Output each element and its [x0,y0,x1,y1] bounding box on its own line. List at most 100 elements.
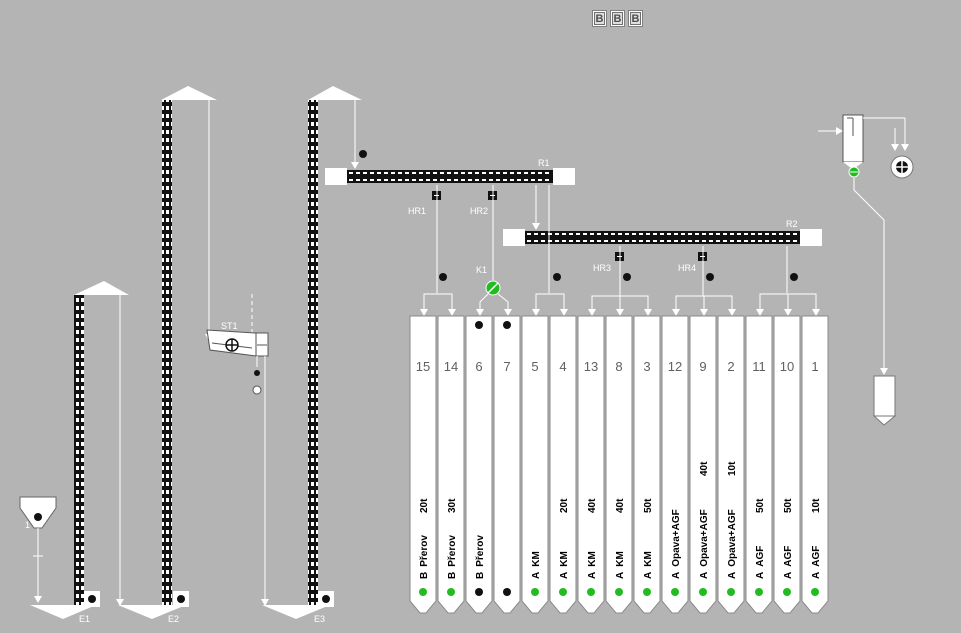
bin-number: 9 [699,359,706,374]
cyclone-unit[interactable] [818,114,914,426]
bin-status-indicator [615,588,623,596]
bin-top-indicator [503,321,511,329]
r2-left-indicator [553,273,561,281]
bin-number: 2 [727,359,734,374]
bin-number: 10 [780,359,794,374]
toolbar-btn-1[interactable]: B [592,10,607,27]
bin-status-indicator [503,588,511,596]
toolbar-btn-1-label: B [594,12,605,25]
bin-quantity: 50t [755,498,766,513]
bin-quantity: 50t [783,498,794,513]
k1-label: K1 [476,265,487,275]
bin-number: 14 [444,359,458,374]
gate-hr4[interactable]: HR4 [678,246,714,296]
elevator-e2[interactable]: E2 [118,86,217,624]
hr2-label: HR2 [470,206,488,216]
bin-number: 4 [559,359,566,374]
gate-hr1[interactable]: HR1 [408,185,447,293]
bin-status-indicator [419,588,427,596]
bin-status-indicator [671,588,679,596]
e3-top-indicator [359,150,367,158]
bin-number: 3 [643,359,650,374]
bin-label: AKM [531,551,542,579]
intake-label: 1 [25,520,30,530]
bin-quantity: 40t [699,461,710,476]
bin-label: BPřerov [419,535,430,579]
bin-quantity: 10t [727,461,738,476]
toolbar-btn-3-label: B [630,12,641,25]
toolbar-btn-3[interactable]: B [628,10,643,27]
intake-hopper[interactable]: 1 [19,496,57,603]
bin-status-indicator [559,588,567,596]
bin-top-indicator [475,321,483,329]
bin-number: 5 [531,359,538,374]
bin-number: 13 [584,359,598,374]
bin-status-indicator [643,588,651,596]
elevator-e1[interactable]: E1 [30,281,129,624]
bin-quantity: 40t [587,498,598,513]
bin-number: 15 [416,359,430,374]
bin-4[interactable]: 7 [493,315,521,614]
e3-label: E3 [314,614,325,624]
bin-label: AKM [559,551,570,579]
bin-status-indicator [727,588,735,596]
bin-status-indicator [447,588,455,596]
bin-label: BPřerov [447,535,458,579]
r2-label: R2 [786,219,798,229]
bin-quantity: 40t [615,498,626,513]
bin-quantity: 20t [419,498,430,513]
bin-label: AOpava+AGF [671,509,682,579]
toolbar-btn-2[interactable]: B [610,10,625,27]
scale-sensor-icon [252,385,262,395]
bin-label: AOpava+AGF [727,509,738,579]
r1-label: R1 [538,158,550,168]
bin-label: AAGF [811,546,822,579]
hr3-indicator [623,273,631,281]
bin-quantity: 20t [559,498,570,513]
bin-label: AAGF [783,546,794,579]
bin-label: AKM [615,551,626,579]
e1-indicator [88,595,96,603]
elevator-e3[interactable]: E3 [262,86,367,624]
gate-hr2[interactable]: HR2 [470,185,497,280]
bin-label: BPřerov [475,535,486,579]
bin-status-indicator [783,588,791,596]
conveyor-r1[interactable]: R1 [325,158,575,185]
bin-label: AKM [643,551,654,579]
bin-number: 8 [615,359,622,374]
r2-right-indicator [790,273,798,281]
e1-label: E1 [79,614,90,624]
bin-number: 12 [668,359,682,374]
bin-status-indicator [475,588,483,596]
gate-hr3[interactable]: HR3 [593,246,631,296]
bin-label: AKM [587,551,598,579]
bin-status-indicator [531,588,539,596]
conveyor-r2[interactable]: R2 [503,219,822,246]
hr4-indicator [706,273,714,281]
valve-k1[interactable]: K1 [476,265,501,296]
scale-st1[interactable]: ST1 [206,294,269,606]
e2-label: E2 [168,614,179,624]
bin-quantity: 10t [811,498,822,513]
toolbar-btn-2-label: B [612,12,623,25]
bin-status-indicator [699,588,707,596]
bin-status-indicator [587,588,595,596]
hr1-label: HR1 [408,206,426,216]
hr3-label: HR3 [593,263,611,273]
